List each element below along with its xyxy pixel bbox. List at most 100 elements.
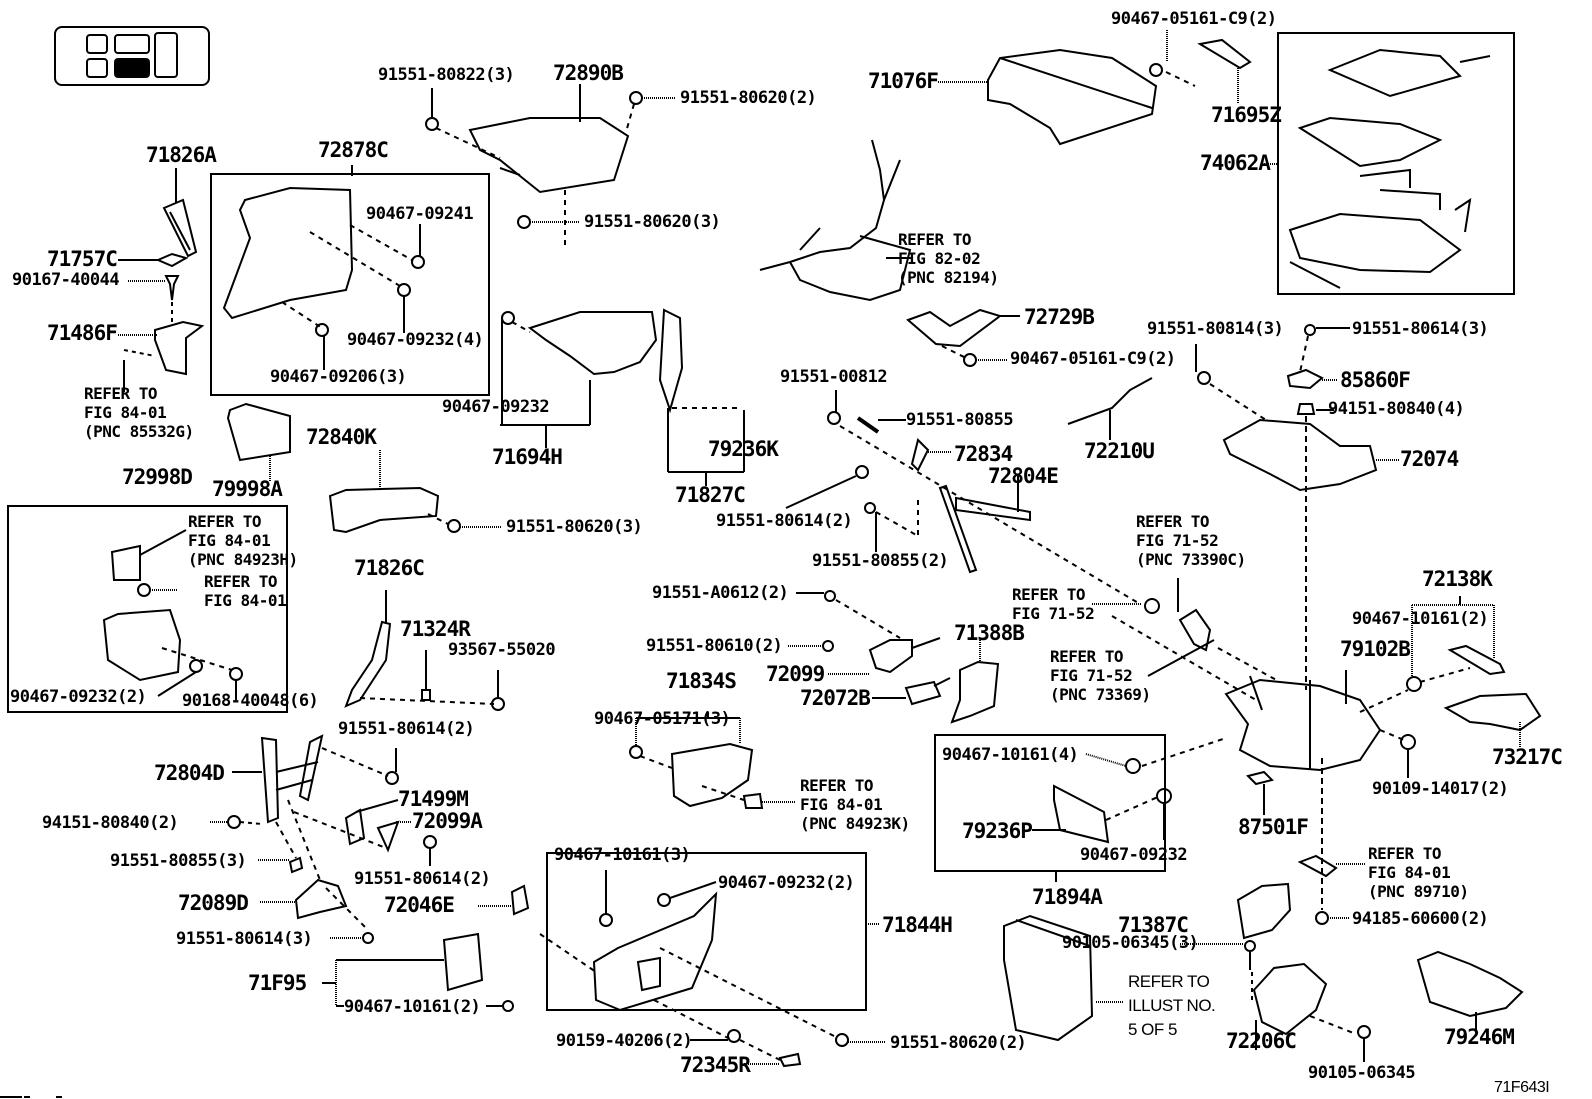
- part-number-91551-80620-3-mid[interactable]: 91551-80620(3): [506, 517, 643, 537]
- part-72206C-drawing: [1252, 962, 1328, 1036]
- part-number-91551-A0612-2[interactable]: 91551-A0612(2): [652, 583, 789, 603]
- part-74062A-drawing: [1288, 48, 1462, 289]
- part-number-90159-40206-2[interactable]: 90159-40206(2): [556, 1031, 693, 1051]
- part-number-79236P[interactable]: 79236P: [962, 819, 1033, 843]
- part-number-94185-60600-2[interactable]: 94185-60600(2): [1352, 909, 1489, 929]
- part-number-71499M[interactable]: 71499M: [398, 787, 469, 811]
- part-number-94151-80840-2[interactable]: 94151-80840(2): [42, 813, 179, 833]
- part-number-72729B[interactable]: 72729B: [1024, 305, 1095, 329]
- part-number-85860F[interactable]: 85860F: [1340, 368, 1411, 392]
- part-number-90467-10161-2-bottom[interactable]: 90467-10161(2): [344, 997, 481, 1017]
- part-number-72804E[interactable]: 72804E: [988, 464, 1059, 488]
- part-number-90105-06345-3[interactable]: 90105-06345(3): [1062, 933, 1199, 953]
- part-number-72046E[interactable]: 72046E: [384, 893, 455, 917]
- part-number-90467-09206-3[interactable]: 90467-09206(3): [270, 367, 407, 387]
- part-number-79998A[interactable]: 79998A: [212, 477, 283, 501]
- part-number-71695Z[interactable]: 71695Z: [1211, 103, 1282, 127]
- part-number-71324R[interactable]: 71324R: [400, 617, 471, 641]
- part-71844H-drawing: [592, 891, 718, 1012]
- part-number-90467-09232-2-left[interactable]: 90467-09232(2): [10, 687, 147, 707]
- part-number-91551-80614-2-upper-left[interactable]: 91551-80614(2): [338, 719, 475, 739]
- part-number-91551-80855-2[interactable]: 91551-80855(2): [812, 551, 949, 571]
- part-number-90467-10161-4[interactable]: 90467-10161(4): [942, 745, 1079, 765]
- part-number-71F95[interactable]: 71F95: [248, 971, 307, 995]
- part-number-72099[interactable]: 72099: [766, 662, 825, 686]
- part-number-71826A[interactable]: 71826A: [146, 143, 217, 167]
- refer-to-pnc-82194[interactable]: REFER TO FIG 82-02 (PNC 82194): [898, 230, 999, 287]
- part-number-94151-80840-4[interactable]: 94151-80840(4): [1328, 399, 1465, 419]
- part-number-90467-05161-C9-2-mid[interactable]: 90467-05161-C9(2): [1010, 349, 1176, 369]
- part-number-72074[interactable]: 72074: [1400, 447, 1459, 471]
- part-number-71894A[interactable]: 71894A: [1032, 885, 1103, 909]
- part-number-91551-80620-2-top[interactable]: 91551-80620(2): [680, 88, 817, 108]
- part-number-90467-09232-71894A[interactable]: 90467-09232: [1080, 845, 1188, 865]
- part-number-90467-10161-3[interactable]: 90467-10161(3): [554, 845, 691, 865]
- part-number-90168-40048-6[interactable]: 90168-40048(6): [182, 691, 319, 711]
- part-number-91551-80620-2-bottom[interactable]: 91551-80620(2): [890, 1033, 1027, 1053]
- part-number-73217C[interactable]: 73217C: [1492, 745, 1563, 769]
- part-number-90467-09232-2-box[interactable]: 90467-09232(2): [718, 873, 855, 893]
- part-number-79102B[interactable]: 79102B: [1340, 637, 1411, 661]
- part-number-72099A[interactable]: 72099A: [412, 809, 483, 833]
- part-number-72840K[interactable]: 72840K: [306, 425, 377, 449]
- part-number-79246M[interactable]: 79246M: [1444, 1025, 1515, 1049]
- part-number-71387C[interactable]: 71387C: [1118, 913, 1189, 937]
- refer-to-pnc-73369[interactable]: REFER TO FIG 71-52 (PNC 73369): [1050, 647, 1151, 704]
- part-number-71834S[interactable]: 71834S: [666, 669, 737, 693]
- part-number-71388B[interactable]: 71388B: [954, 621, 1025, 645]
- refer-to-illust-5-of-5[interactable]: REFER TO ILLUST NO. 5 OF 5: [1128, 970, 1216, 1042]
- part-number-90167-40044[interactable]: 90167-40044: [12, 270, 120, 290]
- part-number-90467-10161-2-right[interactable]: 90467-10161(2): [1352, 609, 1489, 629]
- part-number-72890B[interactable]: 72890B: [553, 61, 624, 85]
- seat-right-icon: [154, 32, 178, 78]
- part-number-87501F[interactable]: 87501F: [1238, 815, 1309, 839]
- part-number-90467-09241[interactable]: 90467-09241: [366, 204, 474, 224]
- part-number-72072B[interactable]: 72072B: [800, 686, 871, 710]
- part-number-90467-09232-4[interactable]: 90467-09232(4): [347, 330, 484, 350]
- part-number-91551-80614-2-mid[interactable]: 91551-80614(2): [716, 511, 853, 531]
- part-number-72206C[interactable]: 72206C: [1226, 1029, 1297, 1053]
- part-number-91551-80822-3[interactable]: 91551-80822(3): [378, 65, 515, 85]
- part-number-71827C[interactable]: 71827C: [675, 483, 746, 507]
- part-number-91551-80614-3-top[interactable]: 91551-80614(3): [1352, 319, 1489, 339]
- part-number-91551-80614-2-lower-left[interactable]: 91551-80614(2): [354, 869, 491, 889]
- refer-to-pnc-84923H[interactable]: REFER TO FIG 84-01 (PNC 84923H): [188, 512, 298, 569]
- part-number-90109-14017-2[interactable]: 90109-14017(2): [1372, 779, 1509, 799]
- part-number-72345R[interactable]: 72345R: [680, 1053, 751, 1077]
- part-number-72804D[interactable]: 72804D: [154, 761, 225, 785]
- refer-to-pnc-85532G[interactable]: REFER TO FIG 84-01 (PNC 85532G): [84, 384, 194, 441]
- part-number-71844H[interactable]: 71844H: [882, 913, 953, 937]
- part-number-90105-06345[interactable]: 90105-06345: [1308, 1063, 1416, 1083]
- part-number-90467-05161-C9-2-top[interactable]: 90467-05161-C9(2): [1111, 9, 1277, 29]
- part-72046E-drawing: [510, 884, 530, 916]
- refer-to-fig-84-01[interactable]: REFER TO FIG 84-01: [204, 572, 287, 610]
- part-number-91551-80855-3[interactable]: 91551-80855(3): [110, 851, 247, 871]
- part-number-91551-80614-3-bottom[interactable]: 91551-80614(3): [176, 929, 313, 949]
- part-number-72089D[interactable]: 72089D: [178, 891, 249, 915]
- part-number-72998D[interactable]: 72998D: [122, 465, 193, 489]
- part-number-91551-80814-3[interactable]: 91551-80814(3): [1147, 319, 1284, 339]
- part-number-91551-00812[interactable]: 91551-00812: [780, 367, 888, 387]
- part-number-74062A[interactable]: 74062A: [1200, 151, 1271, 175]
- part-number-91551-80620-3-top[interactable]: 91551-80620(3): [584, 212, 721, 232]
- part-number-72210U[interactable]: 72210U: [1084, 439, 1155, 463]
- part-number-71694H[interactable]: 71694H: [492, 445, 563, 469]
- part-number-72138K[interactable]: 72138K: [1422, 567, 1493, 591]
- part-number-71076F[interactable]: 71076F: [868, 69, 939, 93]
- refer-to-pnc-84923K[interactable]: REFER TO FIG 84-01 (PNC 84923K): [800, 776, 910, 833]
- part-number-71757C[interactable]: 71757C: [47, 247, 118, 271]
- part-number-90467-09232-71694H[interactable]: 90467-09232: [442, 397, 550, 417]
- part-number-79236K[interactable]: 79236K: [708, 437, 779, 461]
- part-number-71826C[interactable]: 71826C: [354, 556, 425, 580]
- part-number-91551-80855[interactable]: 91551-80855: [906, 410, 1014, 430]
- part-number-72834[interactable]: 72834: [954, 442, 1013, 466]
- refer-to-fig-71-52[interactable]: REFER TO FIG 71-52: [1012, 585, 1095, 623]
- part-number-93567-55020[interactable]: 93567-55020: [448, 640, 556, 660]
- refer-line-3: (PNC 89710): [1368, 882, 1469, 901]
- part-number-91551-80610-2[interactable]: 91551-80610(2): [646, 636, 783, 656]
- refer-to-pnc-89710[interactable]: REFER TO FIG 84-01 (PNC 89710): [1368, 844, 1469, 901]
- part-number-71486F[interactable]: 71486F: [47, 321, 118, 345]
- part-number-72878C[interactable]: 72878C: [318, 138, 389, 162]
- part-number-90467-05171-3[interactable]: 90467-05171(3): [594, 709, 731, 729]
- refer-to-pnc-73390C[interactable]: REFER TO FIG 71-52 (PNC 73390C): [1136, 512, 1246, 569]
